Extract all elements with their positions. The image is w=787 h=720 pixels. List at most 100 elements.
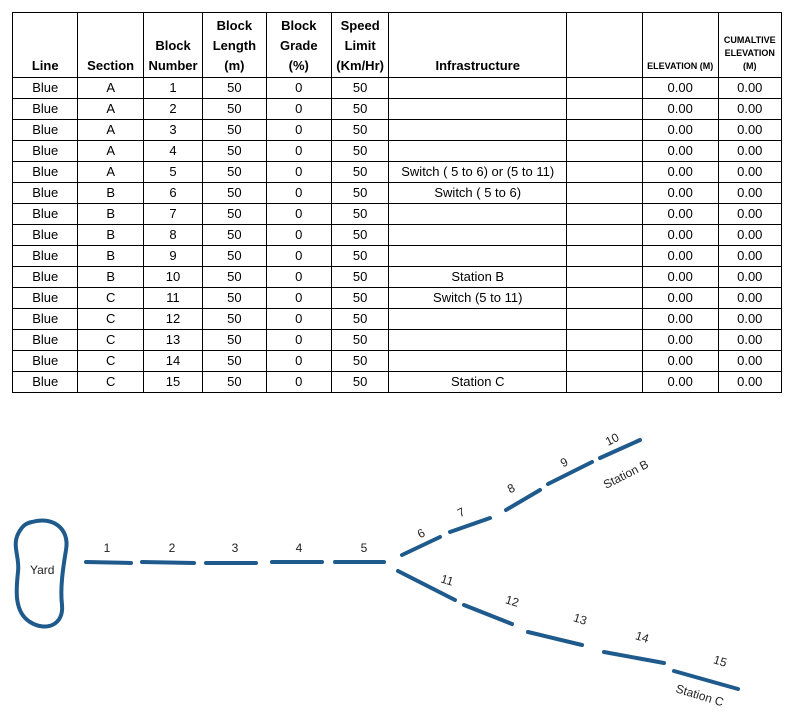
cell-elevation: 0.00 bbox=[641, 329, 719, 351]
cell-block-grade: 0 bbox=[265, 161, 333, 183]
track-segments bbox=[84, 438, 740, 691]
block-number-label: 12 bbox=[504, 593, 521, 610]
cell-elevation: 0.00 bbox=[641, 77, 719, 99]
cell-blank bbox=[566, 140, 643, 162]
cell-block-number: 2 bbox=[142, 98, 204, 120]
cell-section: A bbox=[77, 98, 144, 120]
cell-block-length: 50 bbox=[202, 161, 267, 183]
cell-block-length: 50 bbox=[202, 245, 267, 267]
block-number-label: 14 bbox=[634, 629, 651, 646]
cell-cumulative-elevation: 0.00 bbox=[717, 266, 783, 288]
block-number-label: 6 bbox=[415, 526, 428, 542]
cell-line: Blue bbox=[11, 119, 79, 141]
cell-blank bbox=[566, 371, 643, 393]
cell-line: Blue bbox=[11, 266, 79, 288]
cell-infrastructure bbox=[388, 203, 568, 225]
cell-cumulative-elevation: 0.00 bbox=[717, 161, 783, 183]
cell-infrastructure: Station B bbox=[388, 266, 568, 288]
cell-cumulative-elevation: 0.00 bbox=[717, 329, 783, 351]
cell-infrastructure: Switch (5 to 11) bbox=[388, 287, 568, 309]
cell-elevation: 0.00 bbox=[641, 224, 719, 246]
cell-block-grade: 0 bbox=[265, 350, 333, 372]
cell-elevation: 0.00 bbox=[641, 308, 719, 330]
block-number-label: 15 bbox=[712, 653, 729, 670]
cell-cumulative-elevation: 0.00 bbox=[717, 203, 783, 225]
cell-speed-limit: 50 bbox=[330, 224, 390, 246]
cell-blank bbox=[566, 203, 643, 225]
block-number-label: 11 bbox=[439, 572, 455, 589]
block-number-label: 9 bbox=[558, 455, 571, 471]
cell-block-number: 10 bbox=[142, 266, 204, 288]
block-number-label: 2 bbox=[169, 541, 176, 555]
cell-block-number: 3 bbox=[142, 119, 204, 141]
cell-block-grade: 0 bbox=[265, 98, 333, 120]
cell-speed-limit: 50 bbox=[330, 245, 390, 267]
cell-blank bbox=[566, 308, 643, 330]
track-block-table: Line Section Block Number Block Length (… bbox=[11, 12, 783, 393]
cell-block-number: 4 bbox=[142, 140, 204, 162]
cell-blank bbox=[566, 287, 643, 309]
cell-block-grade: 0 bbox=[265, 245, 333, 267]
cell-blank bbox=[566, 224, 643, 246]
station-b-label: Station B bbox=[601, 457, 651, 492]
cell-infrastructure bbox=[388, 308, 568, 330]
header-line: Line bbox=[11, 12, 79, 78]
cell-block-length: 50 bbox=[202, 266, 267, 288]
cell-section: A bbox=[77, 77, 144, 99]
track-block-segment bbox=[598, 438, 642, 460]
cell-block-grade: 0 bbox=[265, 77, 333, 99]
cell-cumulative-elevation: 0.00 bbox=[717, 224, 783, 246]
cell-block-length: 50 bbox=[202, 308, 267, 330]
track-block-segment bbox=[448, 516, 492, 534]
cell-section: B bbox=[77, 245, 144, 267]
cell-line: Blue bbox=[11, 371, 79, 393]
cell-block-length: 50 bbox=[202, 77, 267, 99]
cell-elevation: 0.00 bbox=[641, 98, 719, 120]
cell-block-length: 50 bbox=[202, 371, 267, 393]
cell-speed-limit: 50 bbox=[330, 266, 390, 288]
cell-block-number: 8 bbox=[142, 224, 204, 246]
cell-speed-limit: 50 bbox=[330, 287, 390, 309]
cell-block-grade: 0 bbox=[265, 287, 333, 309]
cell-blank bbox=[566, 119, 643, 141]
cell-infrastructure: Switch ( 5 to 6) bbox=[388, 182, 568, 204]
cell-section: B bbox=[77, 203, 144, 225]
table-header-row: Line Section Block Number Block Length (… bbox=[11, 12, 783, 78]
cell-elevation: 0.00 bbox=[641, 245, 719, 267]
cell-blank bbox=[566, 266, 643, 288]
cell-line: Blue bbox=[11, 161, 79, 183]
cell-section: C bbox=[77, 350, 144, 372]
header-blank bbox=[566, 12, 643, 78]
cell-line: Blue bbox=[11, 140, 79, 162]
cell-infrastructure bbox=[388, 224, 568, 246]
cell-section: A bbox=[77, 119, 144, 141]
cell-blank bbox=[566, 350, 643, 372]
track-table-container: Line Section Block Number Block Length (… bbox=[11, 12, 783, 393]
header-elevation: ELEVATION (M) bbox=[641, 12, 719, 78]
track-block-segment bbox=[602, 650, 666, 665]
cell-block-grade: 0 bbox=[265, 266, 333, 288]
track-block-segment bbox=[84, 560, 133, 565]
cell-line: Blue bbox=[11, 308, 79, 330]
cell-elevation: 0.00 bbox=[641, 266, 719, 288]
cell-elevation: 0.00 bbox=[641, 119, 719, 141]
cell-elevation: 0.00 bbox=[641, 182, 719, 204]
cell-cumulative-elevation: 0.00 bbox=[717, 119, 783, 141]
cell-speed-limit: 50 bbox=[330, 77, 390, 99]
cell-block-length: 50 bbox=[202, 182, 267, 204]
header-block-grade: Block Grade (%) bbox=[265, 12, 333, 78]
cell-block-grade: 0 bbox=[265, 308, 333, 330]
cell-speed-limit: 50 bbox=[330, 140, 390, 162]
cell-cumulative-elevation: 0.00 bbox=[717, 182, 783, 204]
cell-cumulative-elevation: 0.00 bbox=[717, 308, 783, 330]
header-block-number: Block Number bbox=[142, 12, 204, 78]
track-block-segment bbox=[672, 669, 740, 691]
block-number-label: 7 bbox=[455, 505, 468, 521]
header-speed-limit: Speed Limit (Km/Hr) bbox=[330, 12, 390, 78]
